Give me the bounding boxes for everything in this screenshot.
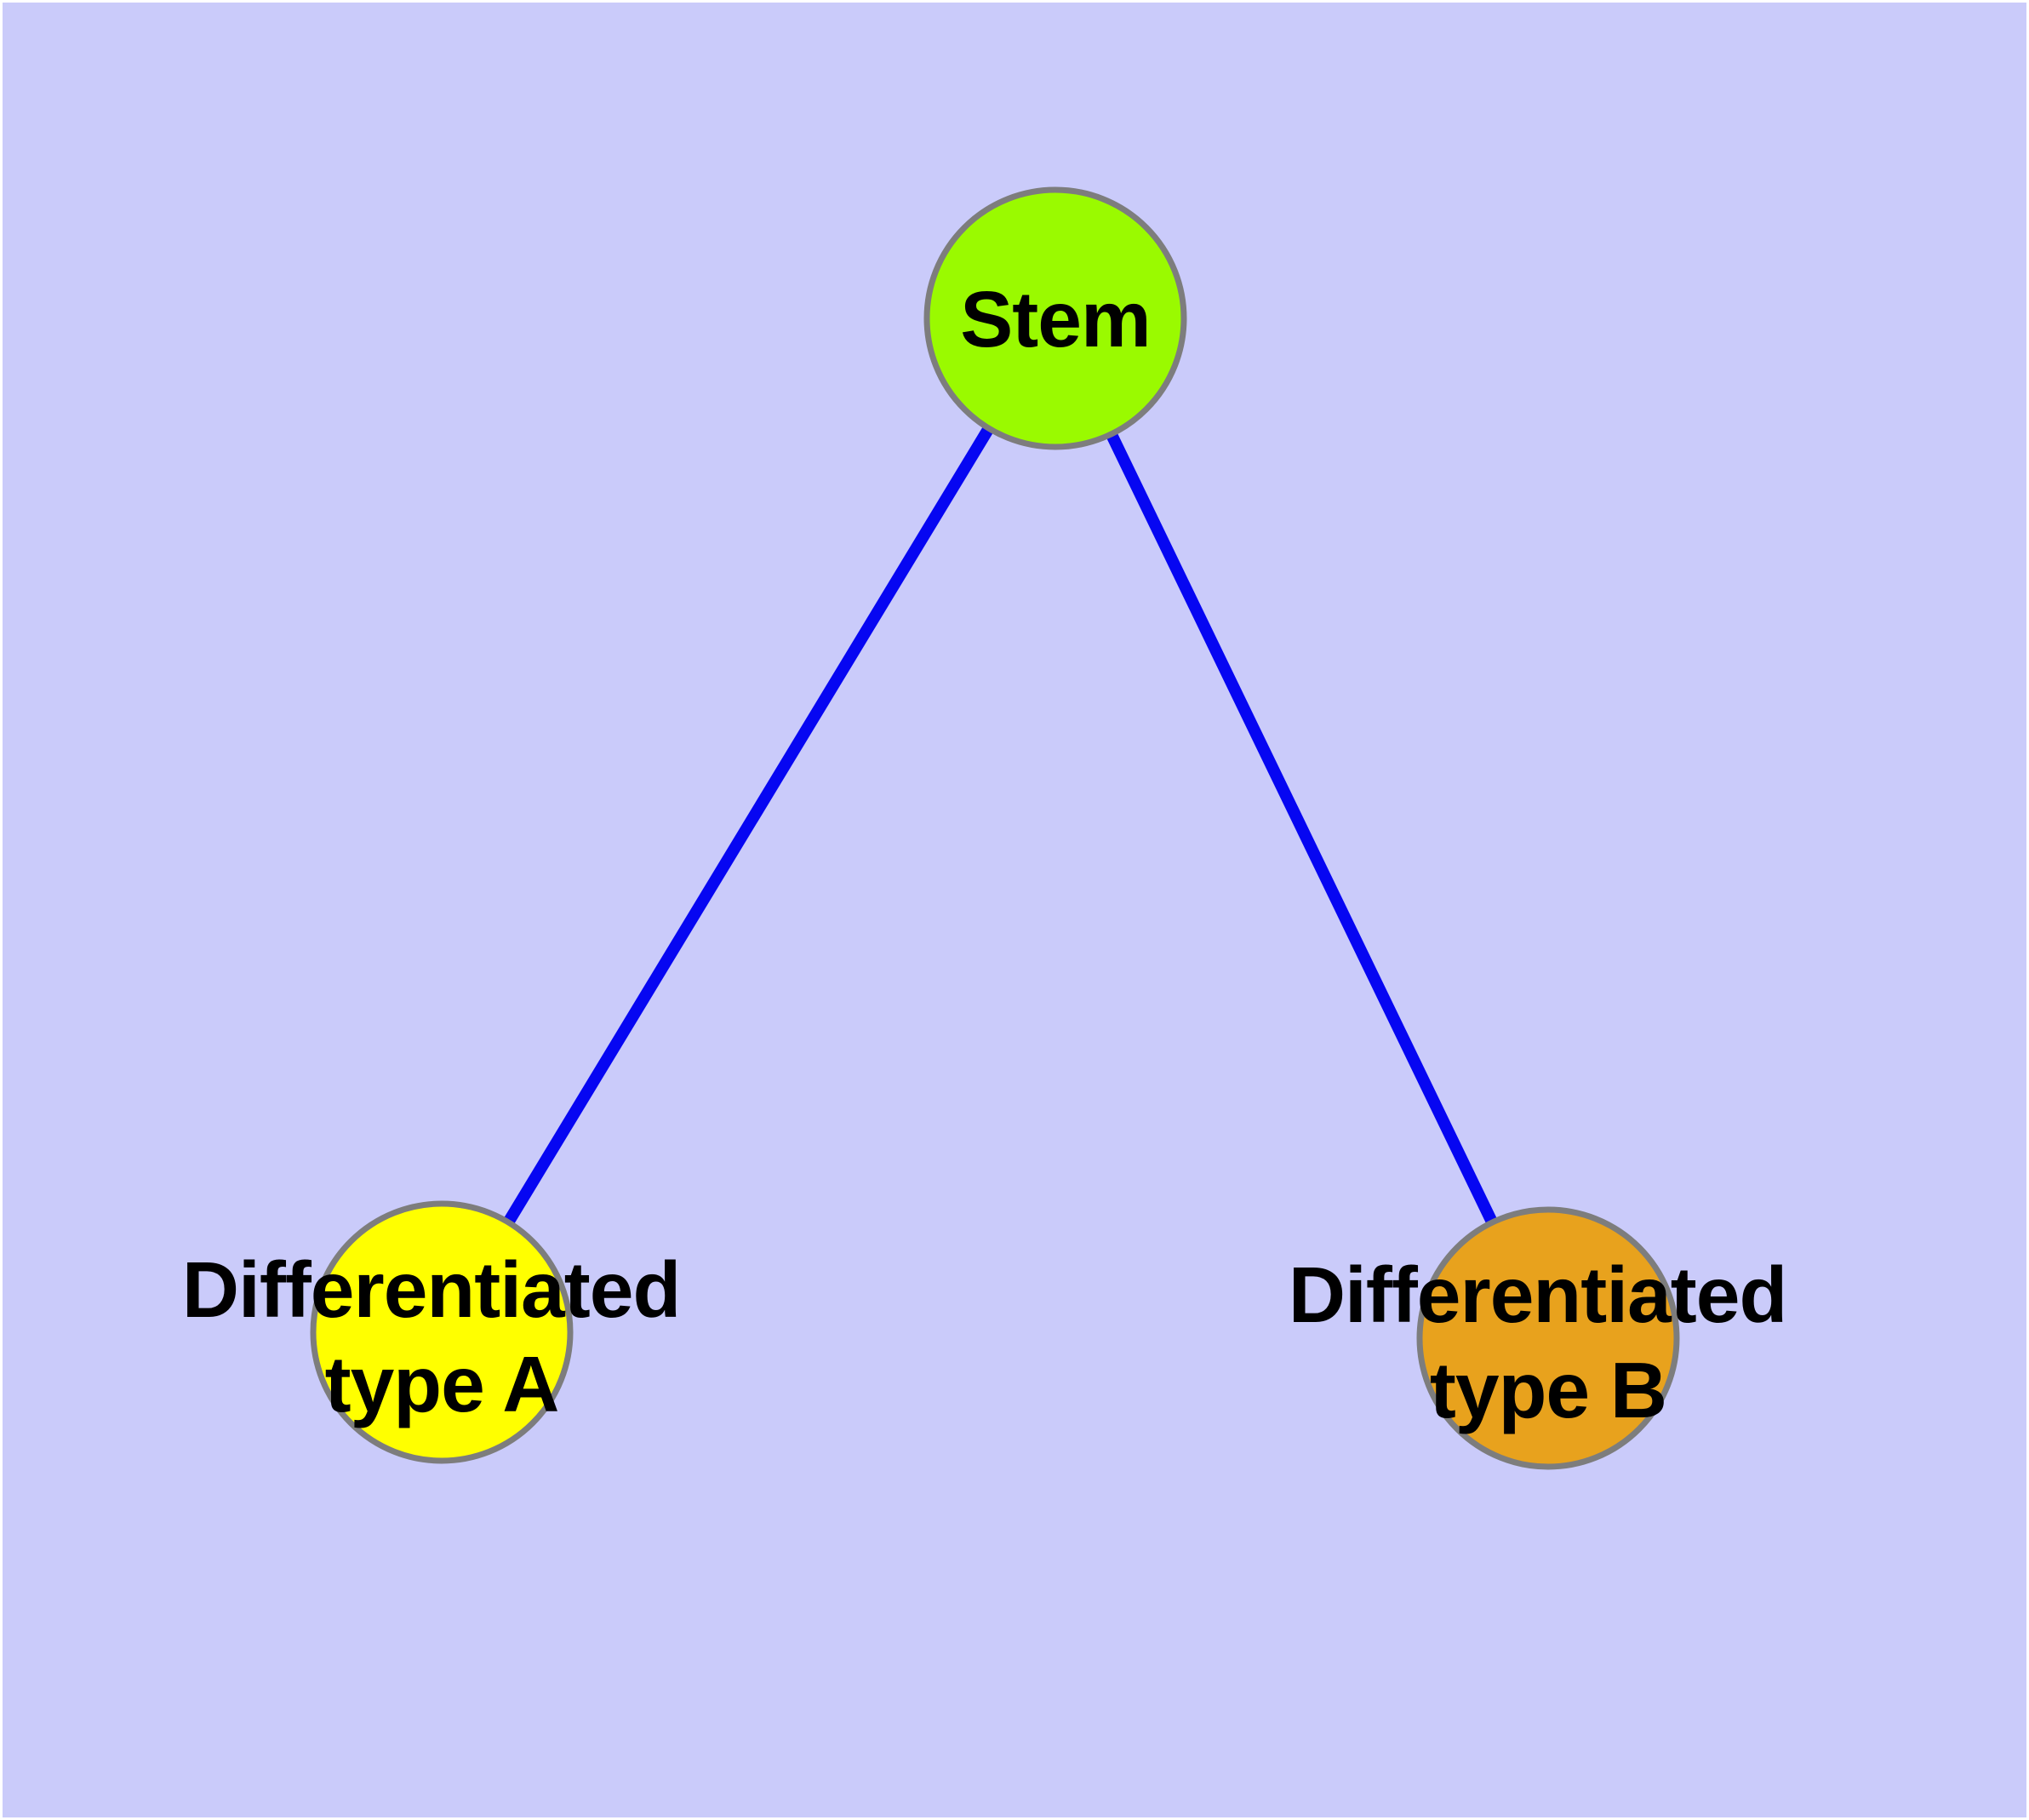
node-type-a-label-line2: type A <box>325 1340 559 1428</box>
node-stem-label: Stem <box>960 275 1150 363</box>
node-type-b-label-line2: type B <box>1430 1346 1666 1434</box>
edge-stem-to-type-b <box>1049 315 1554 1342</box>
node-type-a-label-line1: Differentiated <box>182 1245 680 1334</box>
node-type-b-label-line1: Differentiated <box>1289 1251 1786 1339</box>
edge-stem-to-type-a <box>437 315 1060 1336</box>
node-type-a-circle <box>310 1200 574 1464</box>
node-type-a-label: Differentiated type A <box>182 1245 701 1428</box>
node-stem-circle <box>923 186 1187 450</box>
node-type-b-circle <box>1416 1206 1680 1470</box>
node-type-b-label: Differentiated type B <box>1289 1251 1808 1434</box>
